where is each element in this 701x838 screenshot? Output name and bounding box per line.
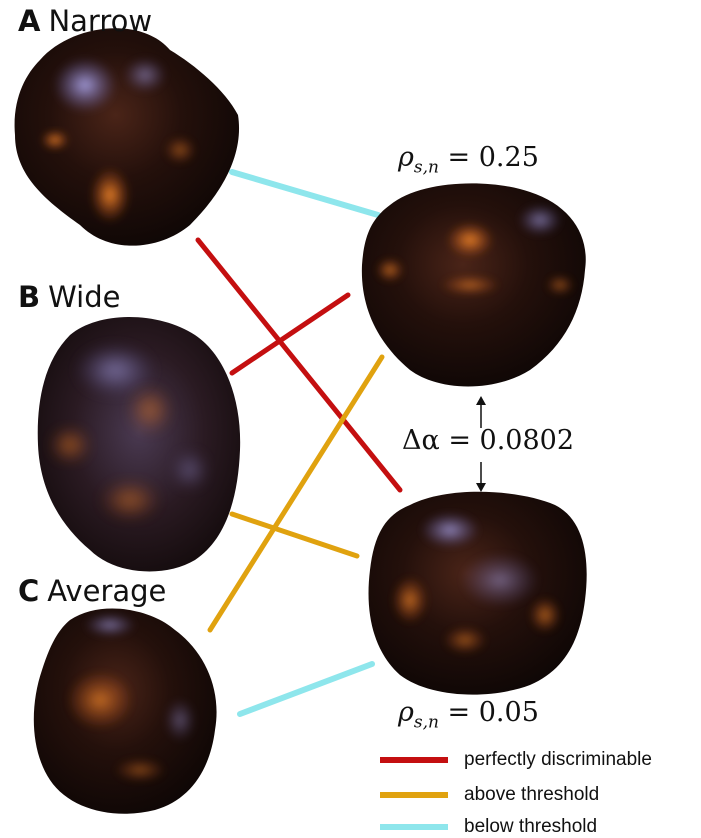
- panel-letter-c: C: [18, 574, 40, 608]
- legend-item-perfectly-discriminable: perfectly discriminable: [380, 749, 652, 771]
- rho-label-bottom: ρs,n = 0.05: [398, 697, 539, 732]
- line-wide-to-bottom-orange: [229, 511, 360, 559]
- connection-lines: [195, 169, 403, 717]
- delta-alpha-label: Δα = 0.0802: [402, 425, 574, 456]
- legend-item-below-threshold: below threshold: [380, 816, 597, 838]
- legend-swatch-red: [380, 757, 448, 763]
- legend-label-perfectly-discriminable: perfectly discriminable: [464, 749, 652, 770]
- rho-value-top: = 0.25: [447, 142, 539, 173]
- rho-subscript-top: s,n: [413, 157, 439, 178]
- rho-label-top: ρs,n = 0.25: [398, 142, 539, 177]
- arrow-up-head: [476, 396, 486, 405]
- shape-narrow: [14, 28, 240, 246]
- shape-wide: [37, 316, 241, 572]
- line-average-to-top-orange: [207, 354, 385, 633]
- rho-value-bottom: = 0.05: [447, 697, 539, 728]
- delta-alpha-arrows: [476, 396, 486, 492]
- panel-name-average: Average: [47, 574, 167, 608]
- legend-label-above-threshold: above threshold: [464, 784, 600, 805]
- panel-name-wide: Wide: [48, 280, 121, 314]
- legend-label-below-threshold: below threshold: [464, 816, 598, 837]
- line-average-to-bottom-cyan: [237, 661, 375, 717]
- shape-average: [33, 608, 217, 814]
- panel-letter-b: B: [18, 280, 41, 314]
- legend-swatch-orange: [380, 792, 448, 798]
- line-wide-to-top-red: [229, 292, 351, 376]
- line-narrow-to-top-cyan: [229, 169, 381, 218]
- legend-swatch-cyan: [380, 824, 448, 830]
- shape-rho-025: [361, 183, 586, 387]
- legend-item-above-threshold: above threshold: [380, 784, 599, 806]
- delta-alpha-text: Δα = 0.0802: [402, 425, 574, 456]
- panel-letter-a: A: [18, 4, 41, 38]
- shape-rho-005: [368, 491, 587, 695]
- panel-name-narrow: Narrow: [48, 4, 153, 38]
- arrow-down-head: [476, 483, 486, 492]
- line-narrow-to-bottom-red: [195, 237, 403, 493]
- rho-symbol-bottom: ρ: [398, 697, 414, 728]
- rho-subscript-bottom: s,n: [413, 712, 439, 733]
- rho-symbol-top: ρ: [398, 142, 414, 173]
